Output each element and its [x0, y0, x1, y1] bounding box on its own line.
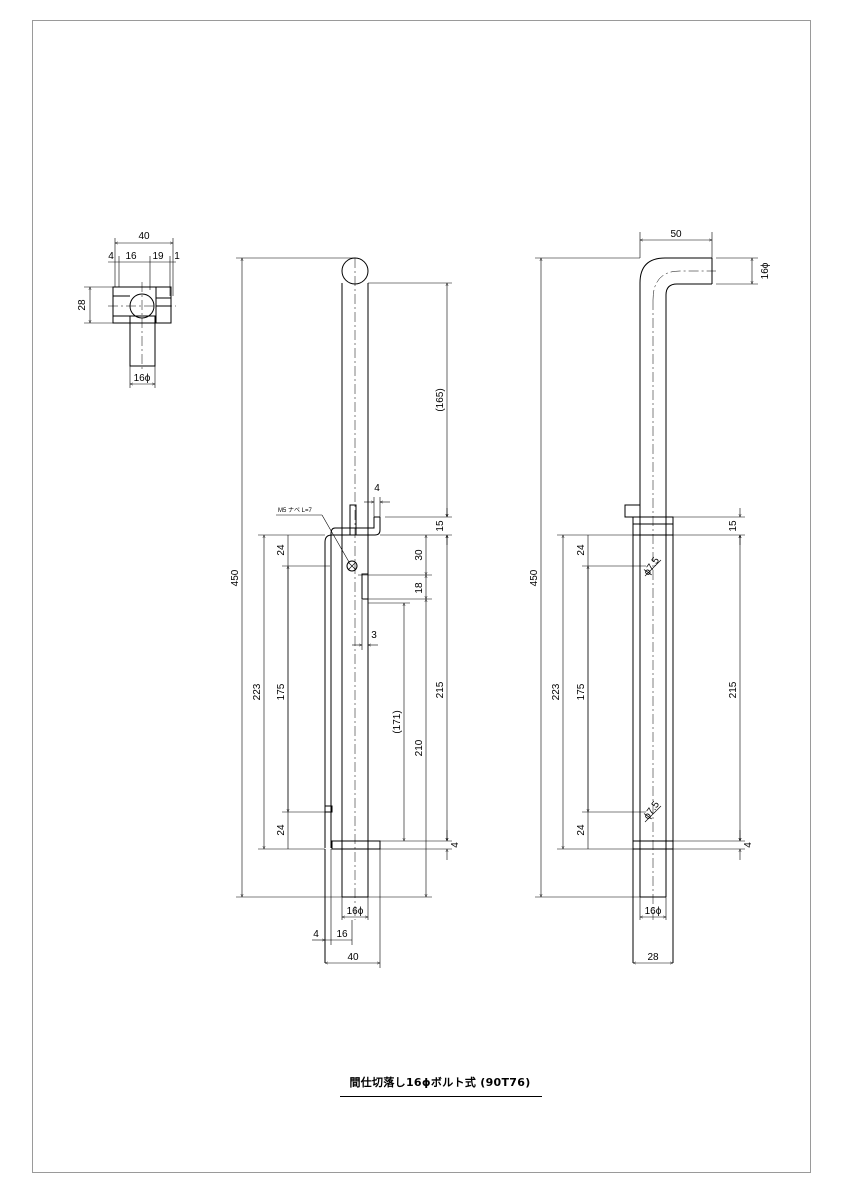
screw-note: M5 ナベ L=7	[278, 507, 313, 514]
side-hole-dia-bottom: ϕ7.5	[642, 799, 662, 822]
front-slot-width-dim: 3	[371, 630, 377, 641]
front-total-length-dim: 450	[230, 569, 241, 586]
front-bottom-hole-dim: 24	[276, 824, 287, 836]
top-view-seg-b: 16	[125, 251, 137, 262]
front-screw-offset-dim: 30	[414, 549, 425, 561]
top-view-seg-c: 19	[152, 251, 164, 262]
front-bracket-dim: 15	[435, 520, 446, 532]
side-span-dim: 215	[728, 681, 739, 698]
front-base-a-dim: 4	[313, 929, 319, 940]
side-hole-dia-top: ϕ7.5	[642, 555, 662, 578]
side-top-hole-dim: 24	[576, 544, 587, 556]
side-bracket-dim: 15	[728, 520, 739, 532]
side-total-length-dim: 450	[529, 569, 540, 586]
top-view-width-dim: 40	[138, 231, 150, 242]
side-view: ϕ7.5 ϕ7.5 50 16ϕ 450 223	[529, 229, 771, 965]
front-hole-pitch-dim: 175	[276, 683, 287, 700]
top-view-seg-d: 1	[174, 251, 180, 262]
front-view: M5 ナベ L=7 450 223 175 24 24 (165)	[230, 257, 461, 968]
top-view: 40 4 16 19 1 28 16ϕ	[77, 231, 180, 388]
drawing-title: 間仕切落し16ϕボルト式 (90T76)	[349, 1076, 531, 1089]
top-view-bar-dim: 16ϕ	[134, 373, 151, 384]
top-view-seg-a: 4	[108, 251, 114, 262]
front-slot-dim: 18	[414, 582, 425, 594]
side-handle-dim: 50	[670, 229, 682, 240]
front-gap-dim: 4	[374, 483, 380, 494]
drawing-frame	[32, 20, 811, 1173]
front-bottom-plate-dim: 4	[450, 842, 461, 848]
title-underline	[340, 1096, 542, 1097]
side-bottom-hole-dim: 24	[576, 824, 587, 836]
top-view-height-dim: 28	[77, 299, 88, 311]
side-base-width-dim: 28	[647, 952, 659, 963]
front-travel-dim: 210	[414, 739, 425, 756]
side-bar-dim: 16ϕ	[645, 906, 662, 917]
side-handle-dia-dim: 16ϕ	[760, 262, 771, 279]
front-upper-dim: (165)	[435, 388, 446, 411]
front-base-b-dim: 16	[336, 929, 348, 940]
front-bar-dim: 16ϕ	[347, 906, 364, 917]
side-bottom-plate-dim: 4	[743, 842, 754, 848]
front-span-dim: 215	[435, 681, 446, 698]
front-top-hole-dim: 24	[276, 544, 287, 556]
front-base-width-dim: 40	[347, 952, 359, 963]
side-hole-pitch-dim: 175	[576, 683, 587, 700]
front-mount-height-dim: 223	[252, 683, 263, 700]
front-stroke-dim: (171)	[392, 710, 403, 733]
side-mount-height-dim: 223	[551, 683, 562, 700]
